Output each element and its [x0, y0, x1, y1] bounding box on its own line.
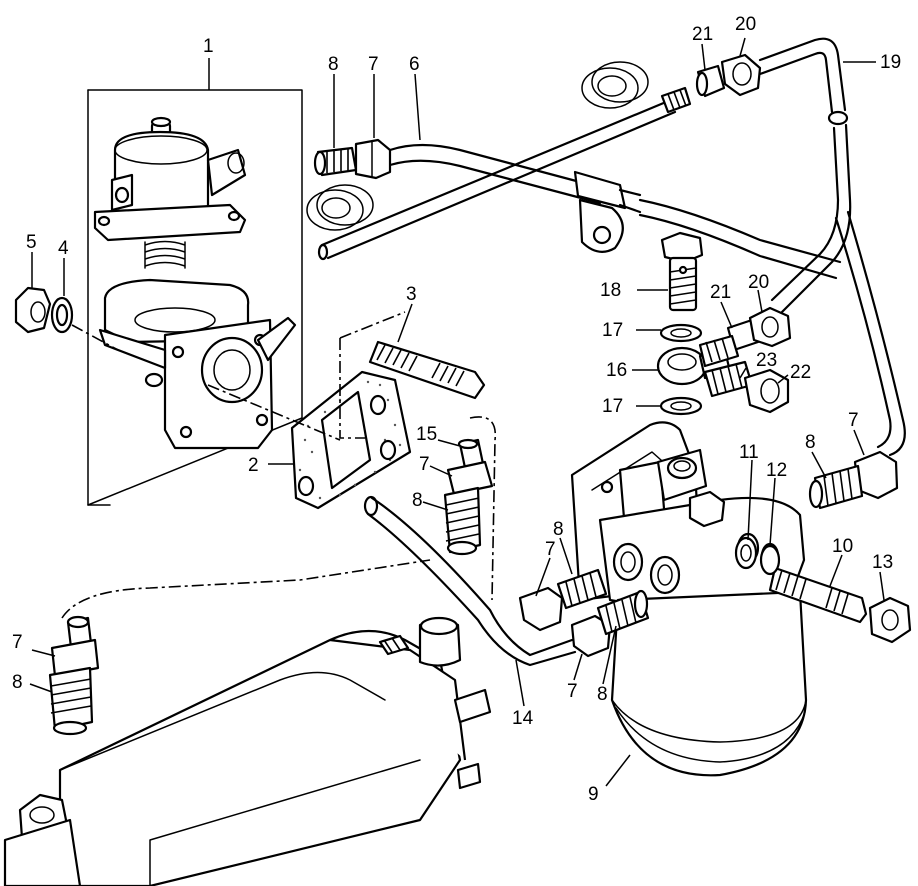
- union-nut-part-7-filter-lower: [570, 614, 612, 658]
- union-nut-part-20-top: [720, 53, 762, 97]
- callout-5: 5: [26, 232, 37, 253]
- seal-washer-mid: [306, 184, 374, 231]
- leader-lines: [29, 37, 885, 787]
- callout-9: 9: [588, 784, 599, 805]
- callout-8-right: 8: [805, 432, 816, 453]
- callout-22: 22: [790, 362, 811, 383]
- fuel-filter-head: [570, 421, 806, 614]
- callout-11: 11: [739, 442, 759, 463]
- callout-2: 2: [248, 455, 259, 476]
- injection-pump-body: [3, 616, 492, 886]
- callout-8-top: 8: [328, 54, 339, 75]
- fitting-thread-mid: [698, 334, 740, 368]
- callout-8-injector: 8: [412, 490, 423, 511]
- callout-23: 23: [756, 350, 777, 371]
- callout-labels: 1 2 3 4 5 6 7 8 7 8 7 8 7 8 7 8 7 8 9 10…: [12, 14, 901, 805]
- callout-8-filter-left: 8: [553, 519, 564, 540]
- union-nut-part-7-injector: [446, 460, 494, 496]
- cap-nut-part-22: [743, 368, 790, 414]
- callout-14: 14: [512, 708, 534, 729]
- seal-washer-upper: [581, 61, 649, 109]
- banjo-bolt-part-18: [660, 231, 704, 312]
- banjo-bolt-part-8-pump-left: [48, 666, 94, 736]
- callout-20-top: 20: [735, 14, 756, 35]
- banjo-bolt-part-8-filter-left: [556, 568, 608, 610]
- callout-10: 10: [832, 536, 853, 557]
- gasket-part-2: [290, 370, 412, 510]
- callout-8-filter-lower: 8: [597, 684, 608, 705]
- union-nut-part-7-filter-left: [518, 586, 564, 632]
- callout-15: 15: [416, 424, 437, 445]
- fuel-pipe-to-injector: [638, 198, 842, 280]
- banjo-bolt-part-8-right: [808, 464, 864, 510]
- callout-7-filter-lower: 7: [567, 681, 578, 702]
- callout-18: 18: [600, 280, 621, 301]
- washer-part-17-lower: [659, 396, 703, 416]
- union-part-7-pump-left: [50, 615, 100, 678]
- washer-part-12: [759, 544, 781, 576]
- stud-part-10: [768, 566, 868, 624]
- banjo-bolt-part-8-filter-lower: [596, 589, 650, 636]
- callout-17-upper: 17: [602, 320, 623, 341]
- stud-part-3: [368, 340, 486, 400]
- callout-19: 19: [880, 52, 901, 73]
- banjo-bolt-part-8-top: [313, 146, 358, 177]
- union-nut-part-20-mid: [748, 306, 792, 348]
- callout-7-injector: 7: [419, 454, 430, 475]
- callout-21-mid: 21: [710, 282, 731, 303]
- callout-3: 3: [406, 284, 417, 305]
- sleeve-part-21-top: [695, 64, 726, 98]
- callout-21-top: 21: [692, 24, 713, 45]
- callout-6: 6: [409, 54, 420, 75]
- washer-part-17-upper: [659, 323, 703, 343]
- fuel-return-pipe-long: [317, 86, 692, 261]
- banjo-bolt-part-8-injector: [443, 486, 482, 556]
- fuel-pipe-part-14: [363, 495, 577, 667]
- callout-7-right: 7: [848, 410, 859, 431]
- washer-part-4: [50, 296, 74, 334]
- lift-pump-lower-body: [98, 278, 297, 450]
- nut-part-13: [868, 596, 912, 644]
- callout-20-mid: 20: [748, 272, 769, 293]
- washer-part-11: [734, 536, 758, 570]
- fuel-pipe-part-6: [388, 143, 642, 253]
- callout-13: 13: [872, 552, 893, 573]
- fuel-filter-bowl: [610, 590, 808, 777]
- nut-part-5: [14, 286, 52, 334]
- callout-4: 4: [58, 238, 69, 259]
- callout-8-pump-left: 8: [12, 672, 23, 693]
- union-nut-part-7-top: [354, 138, 392, 180]
- callout-7-top: 7: [368, 54, 379, 75]
- callout-16: 16: [606, 360, 627, 381]
- lift-pump-group-frame: [87, 58, 303, 506]
- callout-17-lower: 17: [602, 396, 623, 417]
- callout-12: 12: [766, 460, 787, 481]
- callout-1: 1: [203, 36, 214, 57]
- callout-7-pump-left: 7: [12, 632, 23, 653]
- lift-pump-upper-body: [93, 116, 247, 269]
- callout-7-filter-left: 7: [545, 539, 556, 560]
